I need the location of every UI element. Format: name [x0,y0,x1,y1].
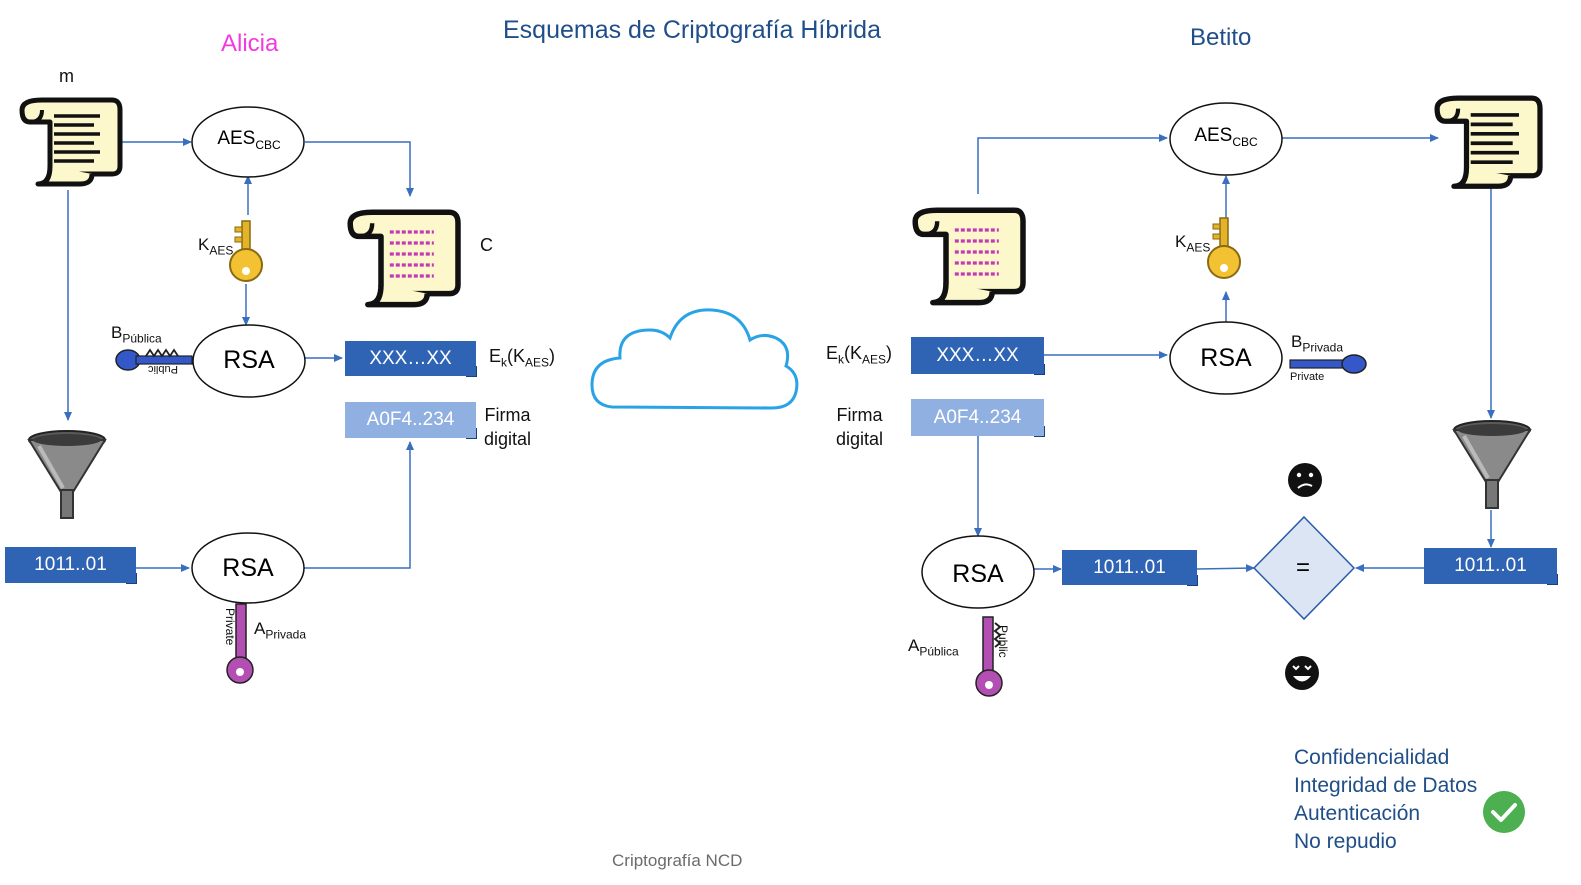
box-fold [466,366,477,377]
a-privada-label: APrivada [254,619,307,642]
a-publica-label: APública [908,636,959,659]
sad-face-icon [1288,463,1322,497]
ciphertext-label: C [480,235,493,255]
box-fold [1034,426,1045,437]
key-shaft [135,355,193,365]
funnel-icon [27,429,107,520]
face-eyes [1292,665,1312,671]
key-head [1341,354,1367,374]
key-hole [985,681,993,689]
k-aes-left-label: KAES [198,235,234,258]
blue-key-icon: Public [115,348,193,375]
aes-right-oval [1169,102,1283,176]
box-fold [1034,364,1045,375]
property-item: Autenticación [1294,802,1421,825]
compare-symbol: = [1295,554,1310,581]
key-icon [229,220,263,282]
face-mouth [1297,483,1313,489]
rsa-right-top-oval [1169,321,1283,395]
signature-box-right: A0F4..234 [911,399,1044,436]
key-text: Private [1290,371,1324,383]
rsa-left-bottom-oval [191,532,305,604]
diagram-title: Esquemas de Criptografía Híbrida [503,16,881,44]
rsa-right-top-label: RSA [1200,344,1252,372]
rsa-left-bottom-label: RSA [222,554,274,582]
enc-key-box-right: XXX…XX [911,337,1044,374]
k-aes-right-label: KAES [1175,232,1211,255]
flow-arrow [305,141,414,197]
check-icon [1483,791,1525,833]
key-text: Private [223,608,237,646]
property-item: No repudio [1294,830,1397,853]
key-shaft [982,616,994,672]
key-text: Public [148,363,178,375]
aes-right-label: AESCBC [1194,125,1258,149]
ek-left-label: Ek(KAES) [489,346,556,370]
box-fold [1547,574,1558,585]
security-properties: Confidencialidad Integridad de Datos Aut… [1294,744,1477,856]
purple-key-icon: Public [975,616,1010,697]
scroll-icon [915,210,1023,302]
blue-key-icon: Private [1289,354,1367,383]
footer-caption: Criptografía NCD [612,851,743,870]
rsa-right-bottom-label: RSA [952,560,1004,588]
key-text: Public [996,625,1010,658]
funnel-icon [1452,419,1532,510]
box-fold [466,428,477,439]
property-item: Confidencialidad [1294,746,1450,769]
hash-box-left: 1011..01 [5,547,136,583]
flow-arrow [304,441,414,569]
signature-box-left: A0F4..234 [345,402,476,438]
face-eye [1296,472,1302,478]
key-hole [236,668,244,676]
key-teeth [145,348,179,358]
b-privada-label: BPrivada [1291,332,1344,355]
party-betito: Betito [1190,24,1252,51]
key-icon [1207,217,1241,279]
face-mouth [1293,676,1311,682]
rsa-left-top-oval [192,324,306,398]
face-eye [1308,472,1314,478]
compare-diamond [1252,515,1356,621]
key-shaft [1289,359,1347,369]
rsa-right-bottom-oval [921,535,1035,609]
box-fold [126,573,137,584]
purple-key-icon: Private [223,603,254,684]
box-fold [1187,575,1198,586]
ek-right-label: Ek(KAES) [826,343,893,367]
aes-left-oval [191,106,305,178]
enc-key-box-left: XXX…XX [345,341,476,376]
message-label: m [59,66,74,86]
party-alicia: Alicia [221,30,279,57]
hash-box-right-a: 1011..01 [1062,550,1197,585]
scroll-icon [350,212,458,304]
flow-arrow [977,134,1168,194]
aes-left-label: AESCBC [217,128,281,152]
cloud-icon [590,308,799,410]
rsa-left-top-label: RSA [223,346,275,374]
flow-arrow [1196,564,1255,573]
check-mark [1491,803,1517,822]
property-item: Integridad de Datos [1294,774,1478,797]
happy-face-icon [1285,656,1319,690]
hash-box-right-b: 1011..01 [1424,548,1557,584]
b-publica-label: BPública [111,323,162,346]
key-teeth [993,622,1002,648]
